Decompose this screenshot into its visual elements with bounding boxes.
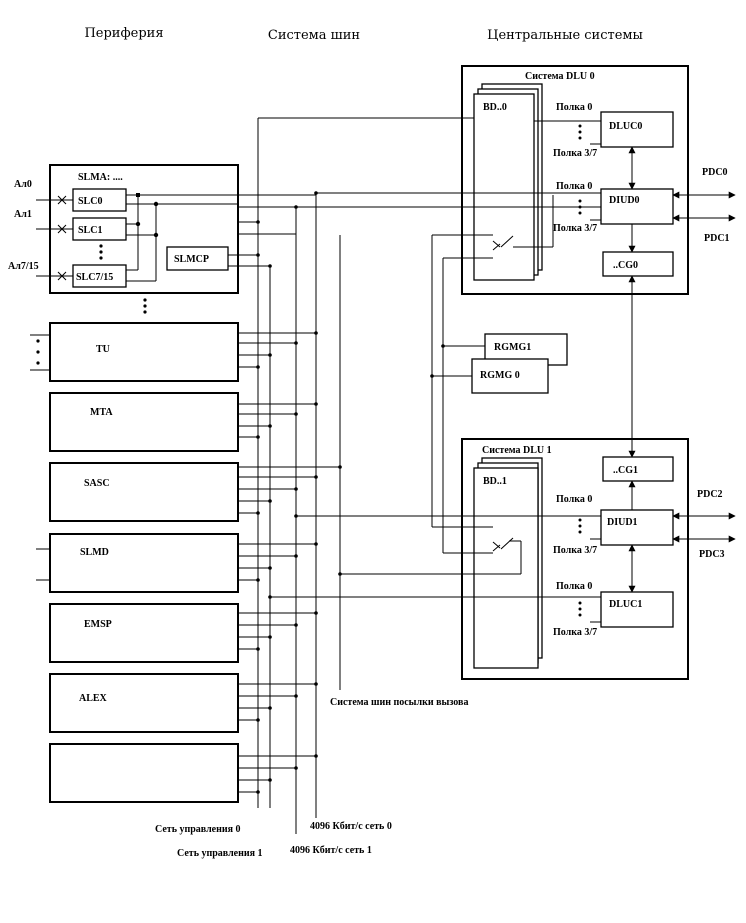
dluc0-box [600, 111, 674, 148]
bd0-label: BD..0 [483, 102, 507, 113]
dlu1-shelf37-b: Полка 3/7 [553, 627, 597, 638]
dlu0-shelf0-top: Полка 0 [556, 102, 592, 113]
slmcp-label: SLMCP [174, 254, 209, 265]
tu-label: TU [96, 344, 110, 355]
sasc-label: SASC [84, 478, 110, 489]
cg1-box [602, 456, 674, 482]
input-al7: Ал7/15 [8, 261, 39, 272]
diud1-label: DIUD1 [607, 517, 638, 528]
input-al0: Ал0 [14, 179, 32, 190]
dlu1-system: Система DLU 1 BD..1 ..CG1 Полка 0 Полка … [461, 438, 736, 680]
module-mta: MTA [49, 392, 239, 452]
slc0-label: SLC0 [78, 196, 102, 207]
dlu1-shelf0-a: Полка 0 [556, 494, 592, 505]
rgmg0-label: RGMG 0 [480, 370, 520, 381]
header-bus-system: Система шин [268, 28, 360, 43]
net-4096-0-label: 4096 Кбит/с сеть 0 [310, 821, 392, 832]
dluc0-label: DLUC0 [609, 121, 642, 132]
diud0-label: DIUD0 [609, 195, 640, 206]
control-net-1-label: Сеть управления 1 [177, 848, 263, 859]
dlu1-bus-wires [268, 514, 601, 599]
module-emsp: EMSP [49, 603, 239, 663]
emsp-label: EMSP [84, 619, 112, 630]
slc7-label: SLC7/15 [76, 272, 113, 283]
slmd-label: SLMD [80, 547, 109, 558]
slma-module: SLMA: .... SLC0 SLC1 SLC7/15 SLMCP Ал0 А… [8, 164, 296, 294]
header-central-systems: Центральные системы [487, 28, 643, 43]
dlu0-bus-wires [238, 117, 601, 553]
module-slmd: SLMD [36, 533, 239, 593]
cg0-box [602, 251, 674, 277]
dlu0-title: Система DLU 0 [525, 71, 595, 82]
dluc1-label: DLUC1 [609, 599, 642, 610]
pdc3-label: PDC3 [699, 549, 725, 560]
pdc2-label: PDC2 [697, 489, 723, 500]
dluc1-box [600, 591, 674, 628]
module-empty [49, 743, 239, 803]
dlu1-shelf0-b: Полка 0 [556, 581, 592, 592]
cross-marks [57, 195, 67, 281]
call-bus-label: Система шин посылки вызова [330, 697, 468, 708]
dlu0-shelf37-mid: Полка 3/7 [553, 223, 597, 234]
dlu0-shelf37-top: Полка 3/7 [553, 148, 597, 159]
diud1-box [600, 509, 674, 546]
pdc0-label: PDC0 [702, 167, 728, 178]
cg0-label: ..CG0 [613, 260, 638, 271]
module-bus-taps [238, 191, 342, 794]
bus-lines [257, 118, 341, 834]
cg1-label: ..CG1 [613, 465, 638, 476]
input-al1: Ал1 [14, 209, 32, 220]
dlu0-system: Система DLU 0 BD..0 Полка 0 Полка 3/7 DL… [461, 65, 736, 295]
header-periphery: Периферия [84, 26, 163, 41]
dlu0-shelf0-mid: Полка 0 [556, 181, 592, 192]
bd1-box [473, 467, 539, 669]
slc1-label: SLC1 [78, 225, 102, 236]
rgmg-units: RGMG1 RGMG 0 [430, 333, 568, 394]
module-tu: TU [30, 322, 239, 382]
module-sasc: SASC [49, 462, 239, 522]
rgmg1-label: RGMG1 [494, 342, 531, 353]
diud0-box [600, 188, 674, 225]
control-net-0-label: Сеть управления 0 [155, 824, 241, 835]
mta-label: MTA [90, 407, 113, 418]
dlu1-shelf37-a: Полка 3/7 [553, 545, 597, 556]
slma-title: SLMA: .... [78, 172, 123, 183]
bd1-label: BD..1 [483, 476, 507, 487]
alex-label: ALEX [79, 693, 108, 704]
module-alex: ALEX [49, 673, 239, 733]
rgmg0-box [471, 358, 549, 394]
dlu1-title: Система DLU 1 [482, 445, 552, 456]
pdc1-label: PDC1 [704, 233, 730, 244]
net-4096-1-label: 4096 Кбит/с сеть 1 [290, 845, 372, 856]
bd0-box [473, 93, 535, 281]
slmcp-box [166, 246, 229, 271]
